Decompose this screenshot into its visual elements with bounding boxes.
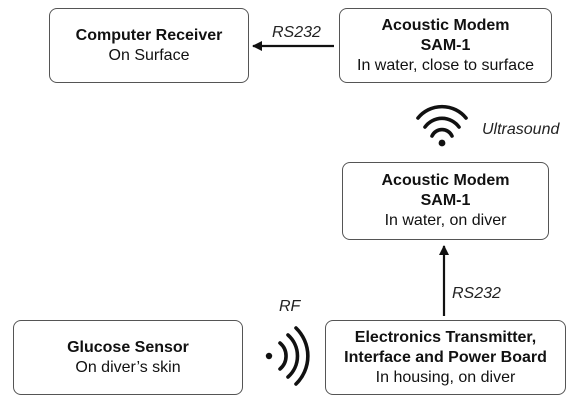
glucose-sensor-title: Glucose Sensor bbox=[67, 338, 189, 356]
acoustic-modem-diver-subtitle: In water, on diver bbox=[384, 212, 507, 229]
electronics-board-title: Electronics Transmitter, bbox=[354, 328, 537, 346]
ultrasound-label: Ultrasound bbox=[482, 121, 560, 138]
wifi-signal-icon bbox=[416, 104, 468, 147]
electronics-board-title-line2: Interface and Power Board bbox=[344, 348, 547, 366]
computer-receiver-title: Computer Receiver bbox=[75, 26, 223, 44]
electronics-board-subtitle: In housing, on diver bbox=[375, 368, 516, 386]
radio-waves-icon bbox=[265, 326, 310, 386]
glucose-sensor-subtitle: On diver’s skin bbox=[75, 358, 181, 376]
acoustic-modem-surface-subtitle: In water, close to surface bbox=[357, 56, 534, 74]
computer-receiver-box: Computer Receiver On Surface bbox=[49, 8, 249, 83]
acoustic-modem-surface-box: Acoustic Modem SAM-1 In water, close to … bbox=[339, 8, 552, 83]
acoustic-modem-diver-model: SAM-1 bbox=[420, 192, 471, 209]
acoustic-modem-diver-box: Acoustic Modem SAM-1 In water, on diver bbox=[342, 162, 549, 240]
rs232-top-label: RS232 bbox=[272, 24, 321, 41]
computer-receiver-subtitle: On Surface bbox=[108, 46, 190, 64]
acoustic-modem-diver-title: Acoustic Modem bbox=[381, 172, 510, 189]
electronics-board-box: Electronics Transmitter, Interface and P… bbox=[325, 320, 566, 395]
glucose-sensor-box: Glucose Sensor On diver’s skin bbox=[13, 320, 243, 395]
acoustic-modem-surface-title: Acoustic Modem bbox=[381, 16, 510, 34]
rf-label: RF bbox=[279, 298, 301, 315]
rs232-mid-label: RS232 bbox=[452, 285, 501, 302]
acoustic-modem-surface-model: SAM-1 bbox=[420, 36, 471, 54]
